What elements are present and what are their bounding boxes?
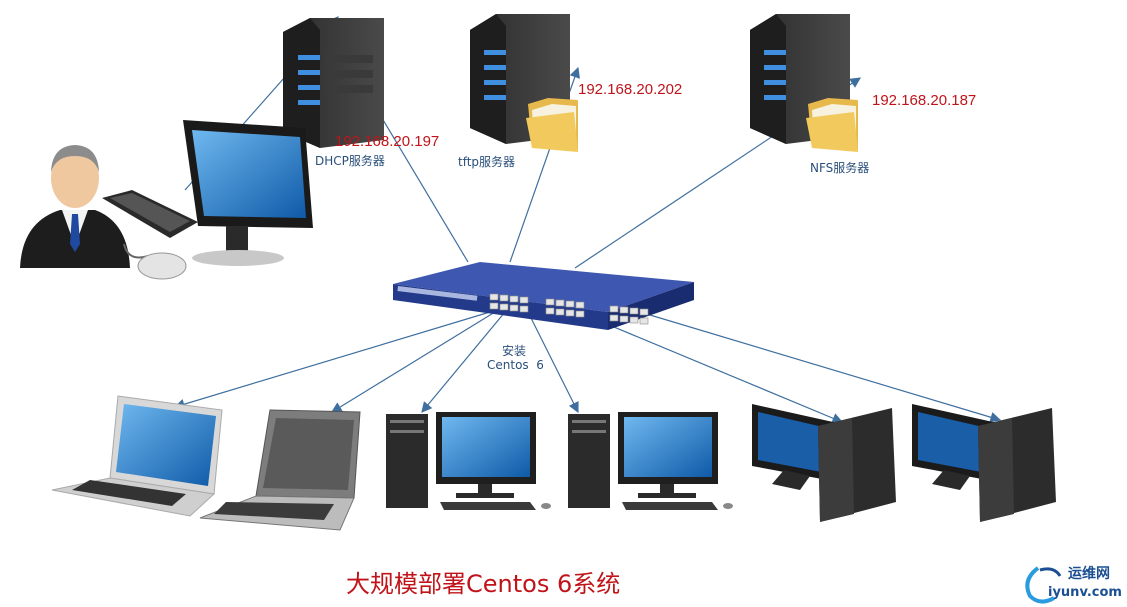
folder-icon (806, 98, 858, 152)
link-switch-desktop4 (639, 311, 1002, 423)
links (173, 16, 1002, 424)
tftp-ip-label: 192.168.20.202 (578, 81, 683, 98)
network-switch-icon (393, 262, 694, 330)
iyunv-logo-icon (1025, 566, 1062, 604)
link-switch-desktop3 (577, 311, 844, 424)
diagram-title: 大规模部署Centos 6系统 (346, 570, 621, 598)
laptop-icon (51, 395, 223, 517)
mouse-icon (123, 243, 187, 280)
link-switch-dhcp (369, 96, 469, 263)
watermark-en: iyunv.com (1048, 585, 1122, 600)
link-switch-desktop1 (421, 311, 506, 413)
tftp-server-label: tftp服务器 (458, 155, 516, 169)
desktop-computer-icon (386, 412, 551, 510)
link-switch-desktop2 (527, 311, 579, 414)
link-switch-laptop2 (330, 311, 496, 413)
folder-icon (526, 98, 578, 152)
link-switch-laptop1 (173, 311, 491, 410)
desktop-computer-icon (912, 404, 1056, 522)
dhcp-server-icon (283, 18, 384, 148)
keyboard-icon (102, 190, 198, 238)
desktop-computer-icon (752, 404, 896, 522)
admin-user-icon (20, 145, 130, 268)
desktop-computer-icon (568, 412, 733, 510)
admin-monitor-icon (183, 120, 313, 266)
install-label: 安装 (502, 344, 527, 358)
laptop-icon (199, 409, 361, 531)
nfs-ip-label: 192.168.20.187 (872, 92, 977, 109)
install-os-label: Centos 6 (487, 358, 544, 372)
dhcp-server-label: DHCP服务器 (315, 154, 385, 168)
dhcp-ip-label: 192.168.20.197 (335, 133, 440, 150)
nfs-server-label: NFS服务器 (810, 161, 870, 175)
watermark-cn: 运维网 (1068, 566, 1110, 582)
